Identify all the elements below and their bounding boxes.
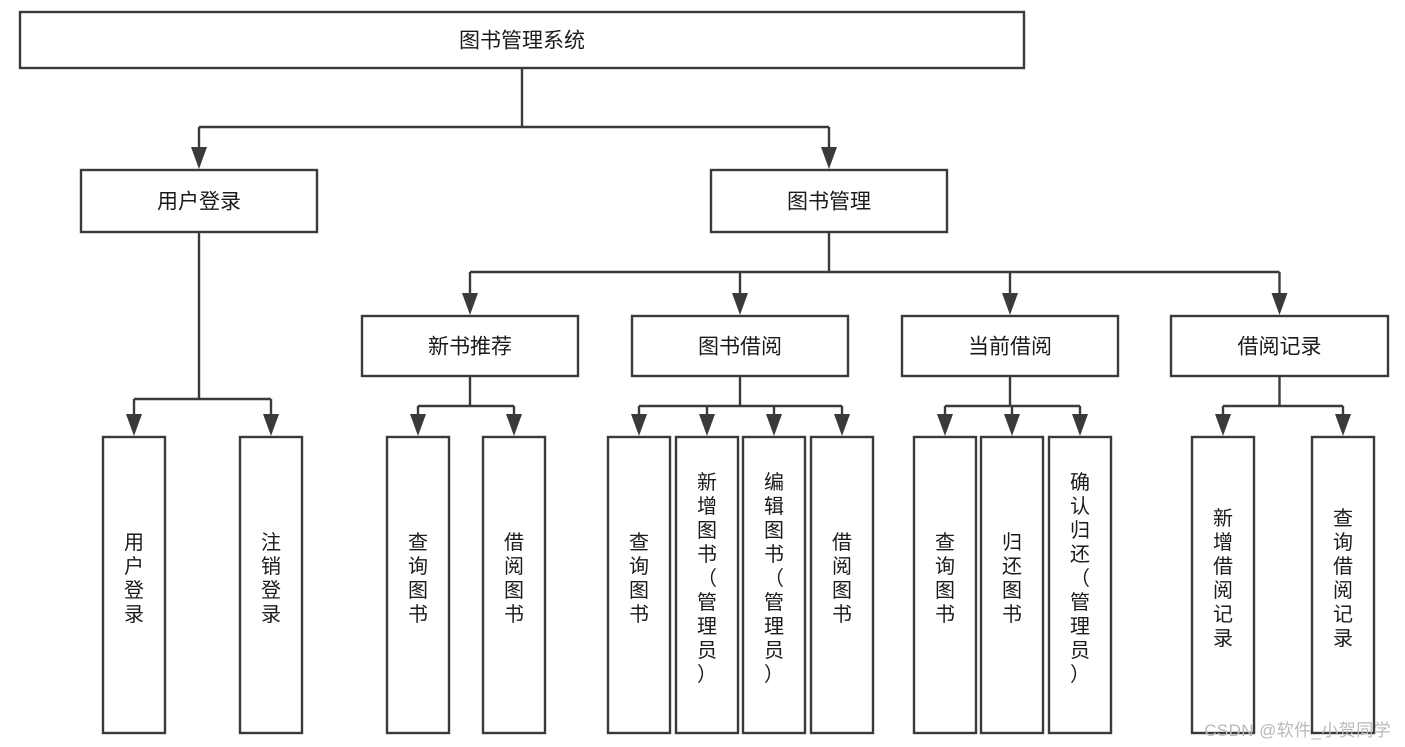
node-box[interactable] — [1047, 435, 1113, 735]
node-box[interactable] — [674, 435, 740, 735]
node-box[interactable] — [741, 435, 807, 735]
node-label: 注销登录 — [261, 531, 281, 626]
node-box[interactable] — [809, 435, 875, 735]
node-label: 图书借阅 — [698, 336, 782, 359]
node-label: 图书管理系统 — [459, 30, 585, 53]
node-leaf-query-book-current[interactable]: 查询图书 — [912, 435, 978, 735]
node-leaf-add-borrow-record[interactable]: 新增借阅记录 — [1190, 435, 1256, 735]
node-box[interactable] — [79, 168, 319, 234]
arrow-head-icon — [462, 293, 478, 315]
node-book-manage[interactable]: 图书管理 — [709, 168, 949, 234]
arrow-head-icon — [631, 414, 647, 436]
node-box[interactable] — [1310, 435, 1376, 735]
node-leaf-add-book-admin[interactable]: 新增图书（管理员） — [674, 435, 740, 735]
node-box[interactable] — [101, 435, 167, 735]
node-new-book-recommend[interactable]: 新书推荐 — [360, 314, 580, 378]
arrow-head-icon — [834, 414, 850, 436]
node-current-borrow[interactable]: 当前借阅 — [900, 314, 1120, 378]
node-leaf-borrow-book[interactable]: 借阅图书 — [809, 435, 875, 735]
node-label: 图书管理 — [787, 191, 871, 214]
arrow-head-icon — [191, 147, 207, 169]
arrow-head-icon — [1002, 293, 1018, 315]
node-label: 查询图书 — [935, 531, 955, 626]
connector-layer — [126, 68, 1351, 436]
node-label: 归还图书 — [1002, 531, 1022, 626]
arrow-head-icon — [263, 414, 279, 436]
node-leaf-return-book[interactable]: 归还图书 — [979, 435, 1045, 735]
node-box[interactable] — [900, 314, 1120, 378]
node-box[interactable] — [385, 435, 451, 735]
node-box[interactable] — [18, 10, 1026, 70]
node-label: 查询图书 — [629, 531, 649, 626]
node-root[interactable]: 图书管理系统 — [18, 10, 1026, 70]
arrow-head-icon — [1215, 414, 1231, 436]
node-leaf-query-book-borrow[interactable]: 查询图书 — [606, 435, 672, 735]
node-box[interactable] — [238, 435, 304, 735]
arrow-head-icon — [937, 414, 953, 436]
arrow-head-icon — [699, 414, 715, 436]
node-box[interactable] — [979, 435, 1045, 735]
arrow-head-icon — [126, 414, 142, 436]
node-leaf-query-borrow-record[interactable]: 查询借阅记录 — [1310, 435, 1376, 735]
arrow-head-icon — [1004, 414, 1020, 436]
node-box[interactable] — [709, 168, 949, 234]
node-leaf-query-book-rec[interactable]: 查询图书 — [385, 435, 451, 735]
node-label: 确认归还（管理员） — [1070, 471, 1090, 686]
node-label: 借阅记录 — [1238, 336, 1322, 359]
arrow-head-icon — [732, 293, 748, 315]
node-leaf-edit-book-admin[interactable]: 编辑图书（管理员） — [741, 435, 807, 735]
node-leaf-borrow-book-rec[interactable]: 借阅图书 — [481, 435, 547, 735]
arrow-head-icon — [410, 414, 426, 436]
arrow-head-icon — [821, 147, 837, 169]
node-label: 当前借阅 — [968, 336, 1052, 359]
node-label: 查询借阅记录 — [1333, 507, 1353, 650]
node-label: 用户登录 — [157, 191, 241, 214]
node-label: 查询图书 — [408, 531, 428, 626]
arrow-head-icon — [1335, 414, 1351, 436]
node-label: 借阅图书 — [504, 531, 524, 626]
node-label: 新增借阅记录 — [1213, 507, 1233, 650]
node-box[interactable] — [1169, 314, 1390, 378]
arrow-head-icon — [1072, 414, 1088, 436]
node-leaf-confirm-return-admin[interactable]: 确认归还（管理员） — [1047, 435, 1113, 735]
node-box[interactable] — [912, 435, 978, 735]
node-borrow-record[interactable]: 借阅记录 — [1169, 314, 1390, 378]
node-book-borrow[interactable]: 图书借阅 — [630, 314, 850, 378]
node-user-login[interactable]: 用户登录 — [79, 168, 319, 234]
arrow-head-icon — [1271, 293, 1288, 315]
node-box[interactable] — [606, 435, 672, 735]
node-label: 编辑图书（管理员） — [764, 471, 784, 686]
node-box[interactable] — [1190, 435, 1256, 735]
arrow-head-icon — [506, 414, 522, 436]
node-box[interactable] — [360, 314, 580, 378]
arrow-head-icon — [766, 414, 782, 436]
node-label: 借阅图书 — [832, 531, 852, 626]
node-leaf-logout[interactable]: 注销登录 — [238, 435, 304, 735]
node-layer: 图书管理系统用户登录图书管理新书推荐图书借阅当前借阅借阅记录用户登录注销登录查询… — [18, 10, 1390, 735]
node-label: 新书推荐 — [428, 336, 512, 359]
node-label: 用户登录 — [124, 532, 144, 626]
node-box[interactable] — [630, 314, 850, 378]
node-label: 新增图书（管理员） — [697, 471, 717, 686]
csdn-watermark: CSDN @软件_小贺同学 — [1204, 721, 1391, 740]
node-box[interactable] — [481, 435, 547, 735]
node-leaf-user-login[interactable]: 用户登录 — [101, 435, 167, 735]
